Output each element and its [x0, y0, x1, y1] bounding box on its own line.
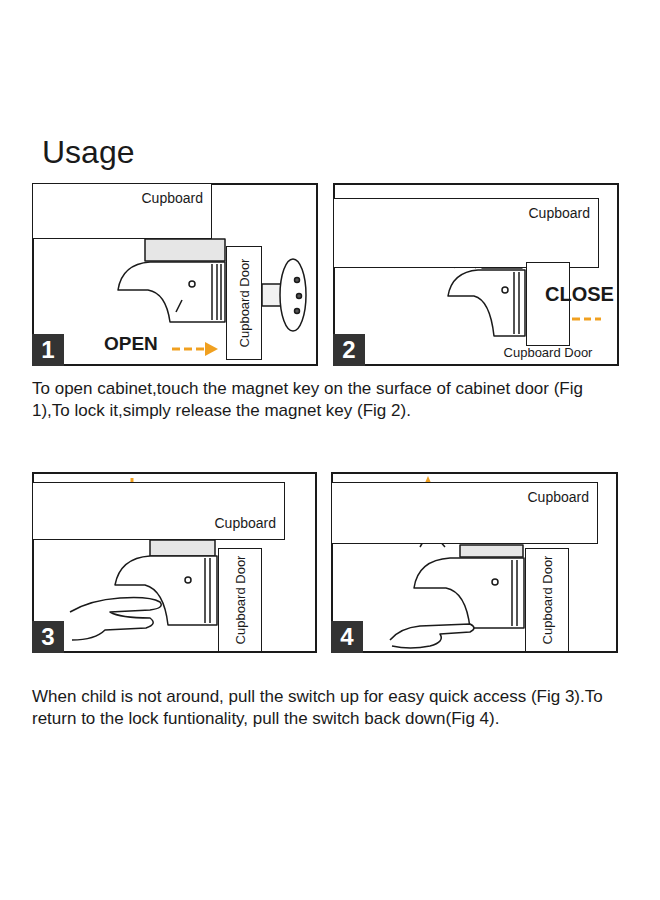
step-number: 2	[333, 334, 365, 366]
cupboard-door: Cupboard Door	[525, 548, 569, 652]
magnet-key	[262, 259, 306, 331]
step-panel: 2 CupboardCupboard Door	[333, 183, 619, 366]
cupboard-box: Cupboard	[32, 183, 212, 239]
cupboard-label: Cupboard	[142, 190, 204, 206]
cupboard-box: Cupboard	[333, 198, 599, 268]
cupboard-box: Cupboard	[331, 482, 598, 544]
action-label: CLOSE	[545, 281, 614, 307]
door-label: Cupboard Door	[237, 259, 252, 348]
cupboard-box: Cupboard	[32, 482, 285, 540]
action-label: OPEN	[104, 332, 158, 357]
cupboard-label: Cupboard	[529, 205, 591, 221]
cupboard-label: Cupboard	[528, 489, 590, 505]
open-arrow	[172, 342, 218, 356]
hand	[390, 624, 474, 648]
caption-text: To open cabinet,touch the magnet key on …	[32, 378, 607, 422]
caption-text: When child is not around, pull the switc…	[32, 686, 607, 730]
lock-body	[414, 530, 524, 628]
step-number: 1	[32, 334, 64, 366]
door-label: Cupboard Door	[504, 345, 593, 360]
step-number: 4	[331, 621, 363, 653]
hand	[70, 598, 161, 641]
cupboard-label: Cupboard	[215, 515, 277, 531]
lock-body	[118, 239, 225, 322]
title: Usage	[42, 134, 135, 171]
cupboard-door: Cupboard Door	[218, 548, 262, 652]
step-panel: 4 CupboardCupboard Door	[331, 472, 618, 653]
cupboard-door: Cupboard Door	[226, 246, 262, 360]
step-panel: 3 CupboardCupboard Door	[32, 472, 317, 653]
door-label: Cupboard Door	[540, 556, 555, 645]
lock-body	[115, 540, 217, 625]
step-panel: 1 CupboardCupboard Door	[32, 183, 318, 366]
door-label: Cupboard Door	[233, 556, 248, 645]
step-number: 3	[32, 621, 64, 653]
